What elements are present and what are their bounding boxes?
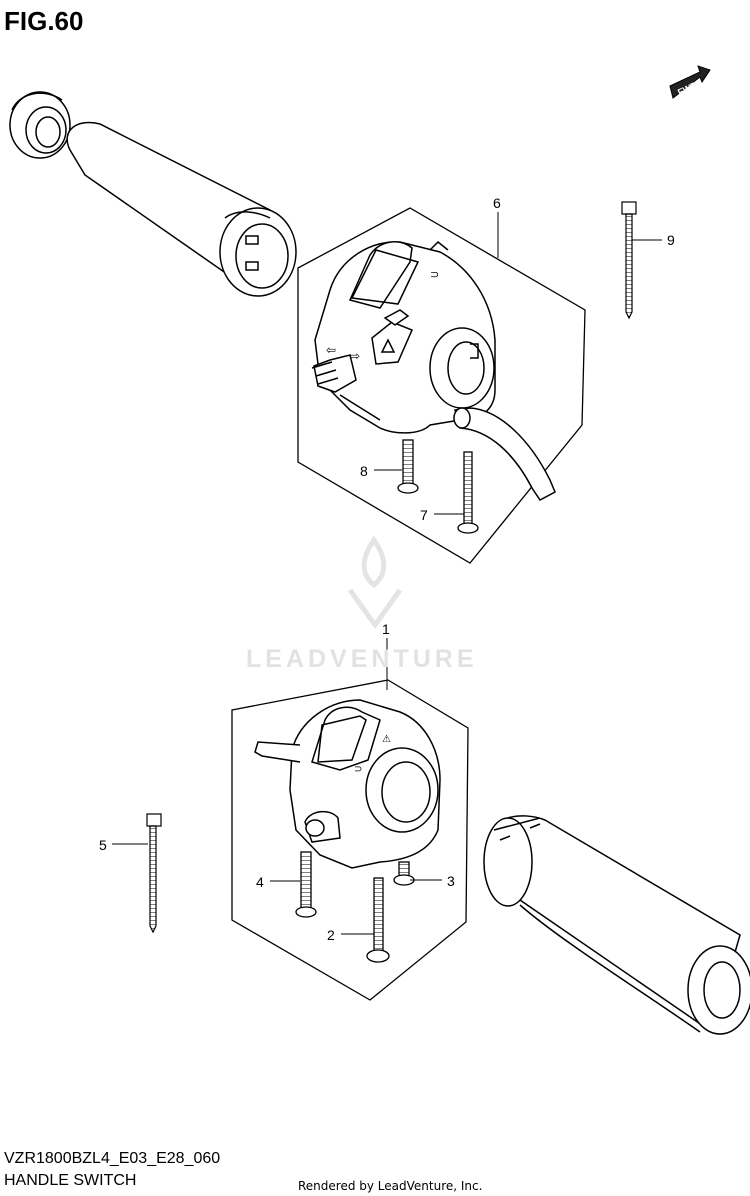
screw-8 xyxy=(397,439,419,494)
fwd-arrow-icon: FWD xyxy=(669,65,711,99)
turn-left-symbol: ⇦ xyxy=(326,343,336,357)
turn-right-symbol: ⇨ xyxy=(350,349,360,363)
group-box-lower xyxy=(231,679,469,1001)
callout-label-3: 3 xyxy=(447,873,455,889)
dimmer-symbol: ⊃ xyxy=(430,269,439,281)
figure-title: FIG.60 xyxy=(4,6,84,36)
callout-5: 5 xyxy=(99,837,148,853)
model-code: VZR1800BZL4_E03_E28_060 xyxy=(4,1150,221,1167)
pass-symbol: ⊃ xyxy=(354,764,362,775)
switch-symbols-lower: ⚠ ⊃ xyxy=(354,734,391,775)
throttle-grip xyxy=(66,121,297,297)
switch-symbols-upper: ⊃ ⇦ ⇨ xyxy=(326,269,439,363)
cable-tie-5 xyxy=(146,813,162,934)
callout-label-4: 4 xyxy=(256,874,264,890)
credit-text: Rendered by LeadVenture, Inc. xyxy=(298,1179,483,1193)
callout-2: 2 xyxy=(327,927,374,943)
callout-label-6: 6 xyxy=(493,195,501,211)
callout-1: 1 xyxy=(382,621,390,690)
group-box-upper xyxy=(297,207,586,564)
callout-3: 3 xyxy=(410,873,455,889)
screw-4 xyxy=(295,851,317,918)
callout-8: 8 xyxy=(360,463,402,479)
wire-harness-upper xyxy=(453,407,556,501)
grip-end-cap xyxy=(9,91,71,159)
callout-6: 6 xyxy=(493,195,501,258)
screw-3 xyxy=(393,861,415,886)
left-grip xyxy=(483,815,750,1035)
watermark-text: LEADVENTURE xyxy=(246,645,478,673)
callout-4: 4 xyxy=(256,874,300,890)
callout-9: 9 xyxy=(632,232,675,248)
callout-label-9: 9 xyxy=(667,232,675,248)
callout-label-7: 7 xyxy=(420,507,428,523)
callout-label-5: 5 xyxy=(99,837,107,853)
cable-tie-9 xyxy=(621,201,637,320)
callout-label-8: 8 xyxy=(360,463,368,479)
left-handle-switch xyxy=(254,699,441,869)
callout-label-2: 2 xyxy=(327,927,335,943)
figure-name: HANDLE SWITCH xyxy=(4,1172,137,1189)
horn-symbol: ⚠ xyxy=(382,734,391,745)
right-handle-switch xyxy=(311,240,496,434)
callout-label-1: 1 xyxy=(382,621,390,637)
watermark-logo xyxy=(347,535,403,630)
screw-7 xyxy=(457,451,479,534)
callout-7: 7 xyxy=(420,507,464,523)
screw-2 xyxy=(366,877,390,963)
